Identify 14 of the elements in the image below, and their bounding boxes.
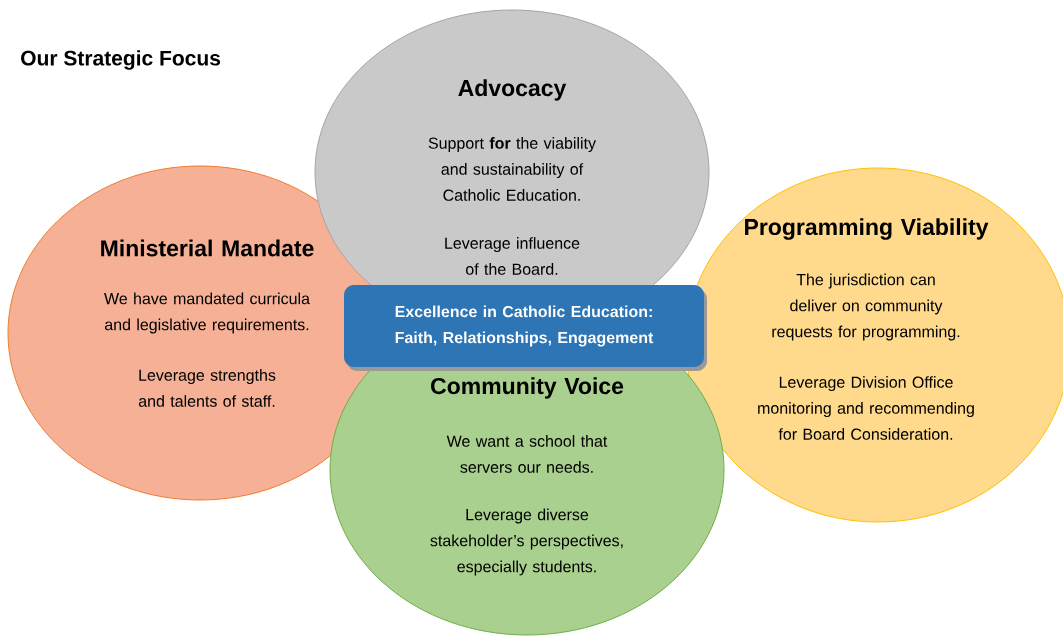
- circle-text: The jurisdiction can deliver on community requests for programming.: [772, 273, 960, 341]
- title-box: Excellence in Catholic Education: Faith, Relationships, Engagement: [344, 285, 707, 371]
- circle-text: Leverage diverse stakeholder’s perspectives, especially students.: [430, 508, 623, 576]
- circle-heading: Advocacy: [458, 79, 567, 101]
- circle-text: Leverage Division Office monitoring and recommending for Board Consideration.: [758, 376, 974, 440]
- circle-heading: Programming Viability: [745, 218, 989, 240]
- circle-text: Leverage strengths and talents of staff.: [138, 369, 276, 407]
- circle-text: We have mandated curricula and legislative requirements.: [104, 292, 310, 334]
- circle-heading: Community Voice: [431, 377, 624, 399]
- title: Our Strategic Focus: [21, 50, 221, 70]
- circle-text: Leverage influence of the Board.: [445, 237, 580, 275]
- circle-heading: Ministerial Mandate: [101, 239, 314, 257]
- circle-text: We want a school that servers our needs.: [446, 435, 608, 473]
- circle-text: Support for the viability and sustainability of Catholic Education.: [428, 137, 596, 201]
